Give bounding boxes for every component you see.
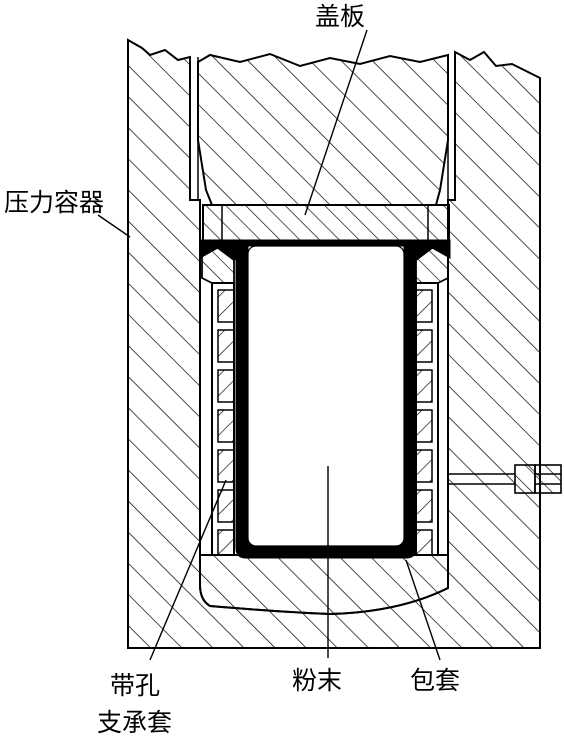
label-pressure-vessel: 压力容器 xyxy=(4,188,105,217)
label-cover-plate: 盖板 xyxy=(315,2,366,31)
perforated-support-sleeve-right xyxy=(415,282,439,556)
cover-plate xyxy=(202,204,450,244)
leader-capsule xyxy=(405,559,441,661)
powder-region xyxy=(247,245,405,547)
top-closure xyxy=(197,52,449,206)
leader-cover-plate xyxy=(304,29,368,216)
leader-pressure-vessel xyxy=(97,214,131,238)
perforated-support-sleeve-left xyxy=(211,282,235,556)
label-support-sleeve-line1: 带孔 xyxy=(110,671,161,700)
label-powder: 粉末 xyxy=(292,666,343,695)
vessel-floor xyxy=(199,554,449,616)
gas-inlet-pipe xyxy=(448,464,562,494)
label-support-sleeve-line2: 支承套 xyxy=(97,708,173,737)
leader-support-sleeve xyxy=(149,479,227,661)
label-capsule: 包套 xyxy=(410,666,461,695)
